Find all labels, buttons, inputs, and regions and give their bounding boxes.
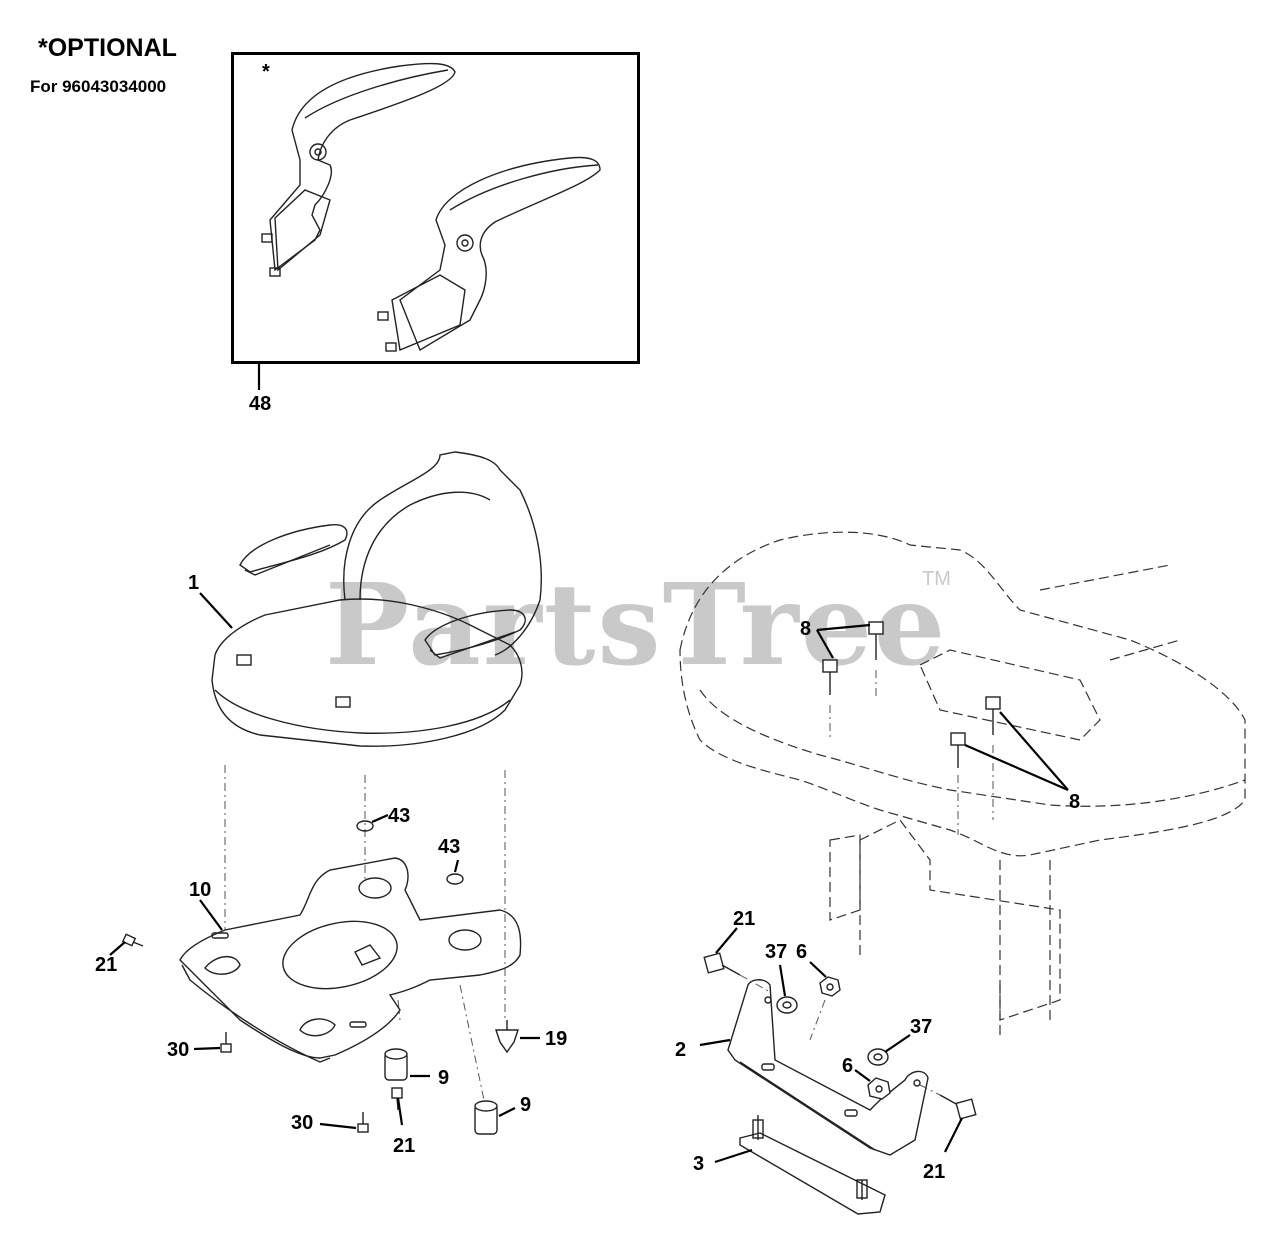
callout-37-right: 37 [910,1016,932,1038]
bracket-bolt-top [703,952,741,976]
callout-21-bottom: 21 [393,1135,415,1157]
nut-top [819,976,841,997]
optional-armrest-left [261,62,456,277]
callout-6-top: 6 [796,941,807,963]
spacer-lower [474,1100,498,1135]
callout-30-upper: 30 [167,1039,189,1061]
model-number-label: For 96043034000 [30,77,167,96]
callout-9-upper: 9 [438,1067,449,1089]
callout-30-lower: 30 [291,1112,313,1134]
optional-title: *OPTIONAL [38,34,177,62]
washer-right [867,1048,889,1066]
callout-leader-1 [199,592,233,629]
callout-leader-10 [199,899,223,931]
mounting-plate [739,1115,886,1215]
watermark: PartsTree [325,560,948,691]
optional-armrest-box [231,52,640,364]
callout-8-top: 8 [800,618,811,640]
callout-37-top: 37 [765,941,787,963]
callout-6-right: 6 [842,1055,853,1077]
seat [211,451,542,747]
callout-48: 48 [249,393,271,415]
optional-asterisk: * [262,61,270,83]
screw-upper [220,1032,232,1053]
seat-pan [179,857,522,1063]
bracket-bolt-bottom [939,1094,977,1120]
callout-21-bracket-bottom: 21 [923,1161,945,1183]
plug-lower [446,873,464,885]
callout-21-left: 21 [95,954,117,976]
frame-outline [679,531,1246,1040]
washer-top [776,996,798,1014]
callout-21-bracket-top: 21 [733,908,755,930]
plug-upper [356,820,374,832]
screw-lower [357,1112,369,1133]
knob [495,1020,519,1054]
bolt-bottom [391,1087,403,1111]
callout-9-lower: 9 [520,1094,531,1116]
nut-right [867,1077,891,1100]
callout-10: 10 [189,879,211,901]
callout-2: 2 [675,1039,686,1061]
bracket [727,979,929,1156]
callout-8-right: 8 [1069,791,1080,813]
callout-19: 19 [545,1028,567,1050]
bolt-left [121,933,144,947]
callout-3: 3 [693,1153,704,1175]
spacer-upper [384,1048,408,1081]
callout-43-upper: 43 [388,805,410,827]
optional-armrest-right [377,156,601,352]
callout-1: 1 [188,572,199,594]
watermark-trademark: TM [922,568,951,590]
frame-bolts [822,621,1001,835]
callout-43-lower: 43 [438,836,460,858]
